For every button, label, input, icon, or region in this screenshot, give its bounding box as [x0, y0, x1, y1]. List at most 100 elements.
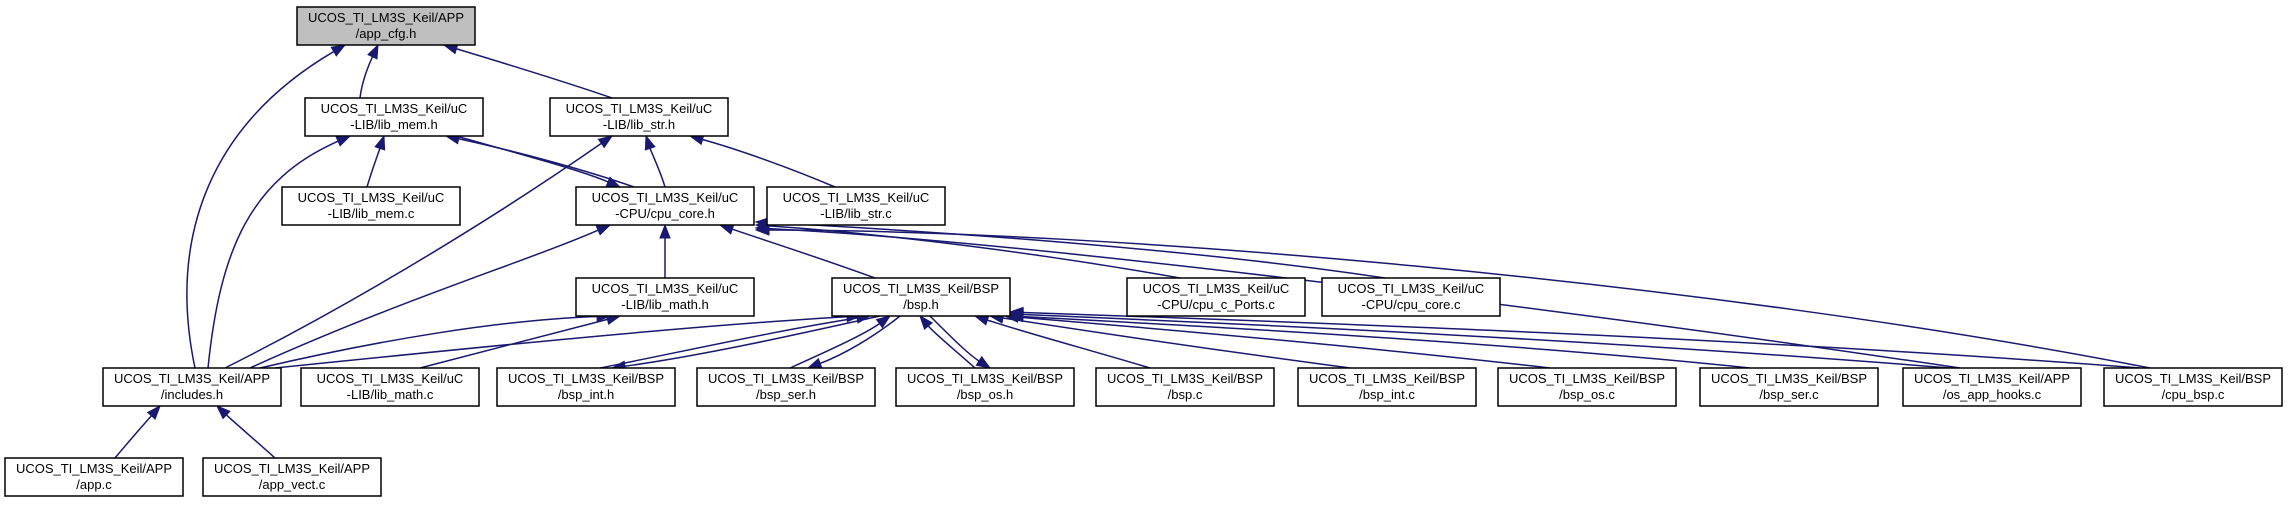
- node-box: [766, 186, 946, 226]
- edge-line: [599, 317, 858, 369]
- edge-line: [456, 48, 613, 99]
- edge-cpu_bsp_c-to-cpu_core_h: [754, 224, 2151, 369]
- node-lib-str-c[interactable]: UCOS_TI_LM3S_Keil/uC-LIB/lib_str.c: [766, 186, 946, 226]
- node-cpu-core-c[interactable]: UCOS_TI_LM3S_Keil/uC-CPU/cpu_core.c: [1321, 277, 1501, 317]
- node-lib-str-h[interactable]: UCOS_TI_LM3S_Keil/uC-LIB/lib_str.h: [549, 97, 729, 137]
- node-includes-h[interactable]: UCOS_TI_LM3S_Keil/APP/includes.h: [102, 367, 282, 407]
- node-label-line1: UCOS_TI_LM3S_Keil/APP: [1914, 371, 2070, 386]
- edge-arrowhead: [335, 135, 352, 147]
- node-box: [575, 186, 755, 226]
- node-label-line1: UCOS_TI_LM3S_Keil/BSP: [843, 281, 999, 296]
- edge-lib_mem_c-to-lib_mem_h: [366, 134, 386, 188]
- node-label-line2: -LIB/lib_mem.c: [328, 206, 415, 221]
- node-label-line1: UCOS_TI_LM3S_Keil/BSP: [1309, 371, 1465, 386]
- edge-arrowhead: [718, 223, 735, 235]
- edge-line: [789, 322, 880, 369]
- edge-line: [768, 227, 1961, 369]
- edge-line: [366, 148, 381, 188]
- node-lib-math-c[interactable]: UCOS_TI_LM3S_Keil/uC-LIB/lib_math.c: [300, 367, 480, 407]
- node-box: [304, 97, 484, 137]
- node-label-line2: /includes.h: [161, 387, 223, 402]
- node-label-line2: -LIB/lib_str.h: [603, 117, 675, 132]
- edge-bsp_os_h-to-bsp_h: [919, 314, 976, 369]
- edge-line: [359, 56, 374, 99]
- node-label-line2: -LIB/lib_mem.h: [350, 117, 437, 132]
- edge-bsp_h-to-bsp_os_h: [929, 315, 992, 369]
- node-label-line1: UCOS_TI_LM3S_Keil/uC: [783, 190, 930, 205]
- edge-line: [649, 148, 666, 188]
- node-bsp-c[interactable]: UCOS_TI_LM3S_Keil/BSP/bsp.c: [1095, 367, 1275, 407]
- node-label-line1: UCOS_TI_LM3S_Keil/uC: [317, 371, 464, 386]
- node-label-line2: /app_vect.c: [259, 477, 326, 492]
- node-bsp-os-c[interactable]: UCOS_TI_LM3S_Keil/BSP/bsp_os.c: [1497, 367, 1677, 407]
- node-bsp-int-h[interactable]: UCOS_TI_LM3S_Keil/BSP/bsp_int.h: [496, 367, 676, 407]
- edge-arrowhead: [367, 43, 379, 60]
- node-lib-mem-c[interactable]: UCOS_TI_LM3S_Keil/uC-LIB/lib_mem.c: [281, 186, 461, 226]
- node-box: [4, 457, 184, 497]
- node-box: [2103, 367, 2283, 407]
- edge-arrowhead: [754, 224, 770, 236]
- node-bsp-ser-c[interactable]: UCOS_TI_LM3S_Keil/BSP/bsp_ser.c: [1699, 367, 1879, 407]
- edge-arrowhead: [215, 405, 231, 420]
- node-cpu-bsp-c[interactable]: UCOS_TI_LM3S_Keil/BSP/cpu_bsp.c: [2103, 367, 2283, 407]
- edge-app_c-to-includes_h: [114, 404, 161, 459]
- edge-lib_str_c-to-lib_str_h: [688, 134, 836, 188]
- node-box: [1902, 367, 2082, 407]
- node-box: [496, 367, 676, 407]
- node-box: [1497, 367, 1677, 407]
- node-bsp-os-h[interactable]: UCOS_TI_LM3S_Keil/BSP/bsp_os.h: [895, 367, 1075, 407]
- node-label-line2: /bsp_ser.c: [1759, 387, 1819, 402]
- edge-line: [702, 138, 836, 188]
- edge-line: [259, 315, 598, 369]
- node-label-line1: UCOS_TI_LM3S_Keil/BSP: [1509, 371, 1665, 386]
- edge-line: [186, 50, 335, 369]
- edge-includes_h-to-lib_str_h: [224, 135, 614, 369]
- node-label-line1: UCOS_TI_LM3S_Keil/BSP: [907, 371, 1063, 386]
- edge-arrowhead: [146, 404, 161, 420]
- node-box: [1095, 367, 1275, 407]
- node-bsp-int-c[interactable]: UCOS_TI_LM3S_Keil/BSP/bsp_int.c: [1297, 367, 1477, 407]
- node-label-line1: UCOS_TI_LM3S_Keil/BSP: [708, 371, 864, 386]
- node-label-line1: UCOS_TI_LM3S_Keil/APP: [214, 461, 370, 476]
- node-box: [102, 367, 282, 407]
- edge-arrowhead: [595, 224, 612, 236]
- node-label-line2: /os_app_hooks.c: [1943, 387, 2042, 402]
- node-box: [1321, 277, 1501, 317]
- node-label-line1: UCOS_TI_LM3S_Keil/APP: [16, 461, 172, 476]
- node-bsp-ser-h[interactable]: UCOS_TI_LM3S_Keil/BSP/bsp_ser.h: [696, 367, 876, 407]
- edge-line: [929, 315, 980, 362]
- node-cpu-core-h[interactable]: UCOS_TI_LM3S_Keil/uC-CPU/cpu_core.h: [575, 186, 755, 226]
- node-bsp-h[interactable]: UCOS_TI_LM3S_Keil/BSP/bsp.h: [831, 277, 1011, 317]
- edge-cpu_core_h-to-lib_str_h: [644, 134, 666, 188]
- edge-arrowhead: [875, 315, 892, 329]
- edge-line: [768, 221, 1386, 279]
- edge-arrowhead: [330, 44, 347, 57]
- edge-arrowhead: [806, 357, 823, 369]
- edge-line: [768, 225, 1181, 279]
- node-app-cfg-h[interactable]: UCOS_TI_LM3S_Keil/APP/app_cfg.h: [296, 6, 476, 46]
- edge-line: [1022, 311, 2141, 369]
- node-label-line1: UCOS_TI_LM3S_Keil/uC: [592, 281, 739, 296]
- node-label-line1: UCOS_TI_LM3S_Keil/uC: [566, 101, 713, 116]
- node-label-line1: UCOS_TI_LM3S_Keil/APP: [308, 10, 464, 25]
- node-app-c[interactable]: UCOS_TI_LM3S_Keil/APP/app.c: [4, 457, 184, 497]
- node-lib-math-h[interactable]: UCOS_TI_LM3S_Keil/uC-LIB/lib_math.h: [575, 277, 755, 317]
- node-label-line2: -CPU/cpu_c_Ports.c: [1157, 297, 1275, 312]
- node-cpu-c-ports-c[interactable]: UCOS_TI_LM3S_Keil/uC-CPU/cpu_c_Ports.c: [1126, 277, 1306, 317]
- node-app-vect-c[interactable]: UCOS_TI_LM3S_Keil/APP/app_vect.c: [202, 457, 382, 497]
- edge-includes_h-to-cpu_core_h: [249, 224, 612, 369]
- edge-arrowhead: [1008, 306, 1024, 319]
- node-label-line2: /bsp_ser.h: [756, 387, 816, 402]
- node-box: [1126, 277, 1306, 317]
- node-box: [696, 367, 876, 407]
- node-box: [1699, 367, 1879, 407]
- node-lib-mem-h[interactable]: UCOS_TI_LM3S_Keil/uC-LIB/lib_mem.h: [304, 97, 484, 137]
- node-label-line1: UCOS_TI_LM3S_Keil/BSP: [1107, 371, 1263, 386]
- node-label-line2: /bsp.c: [1168, 387, 1203, 402]
- node-box: [831, 277, 1011, 317]
- node-os-app-hooks-c[interactable]: UCOS_TI_LM3S_Keil/APP/os_app_hooks.c: [1902, 367, 2082, 407]
- edge-lib_mem_h-to-cpu_core_h: [455, 135, 622, 188]
- edge-line: [225, 414, 276, 459]
- edge-line: [927, 325, 976, 369]
